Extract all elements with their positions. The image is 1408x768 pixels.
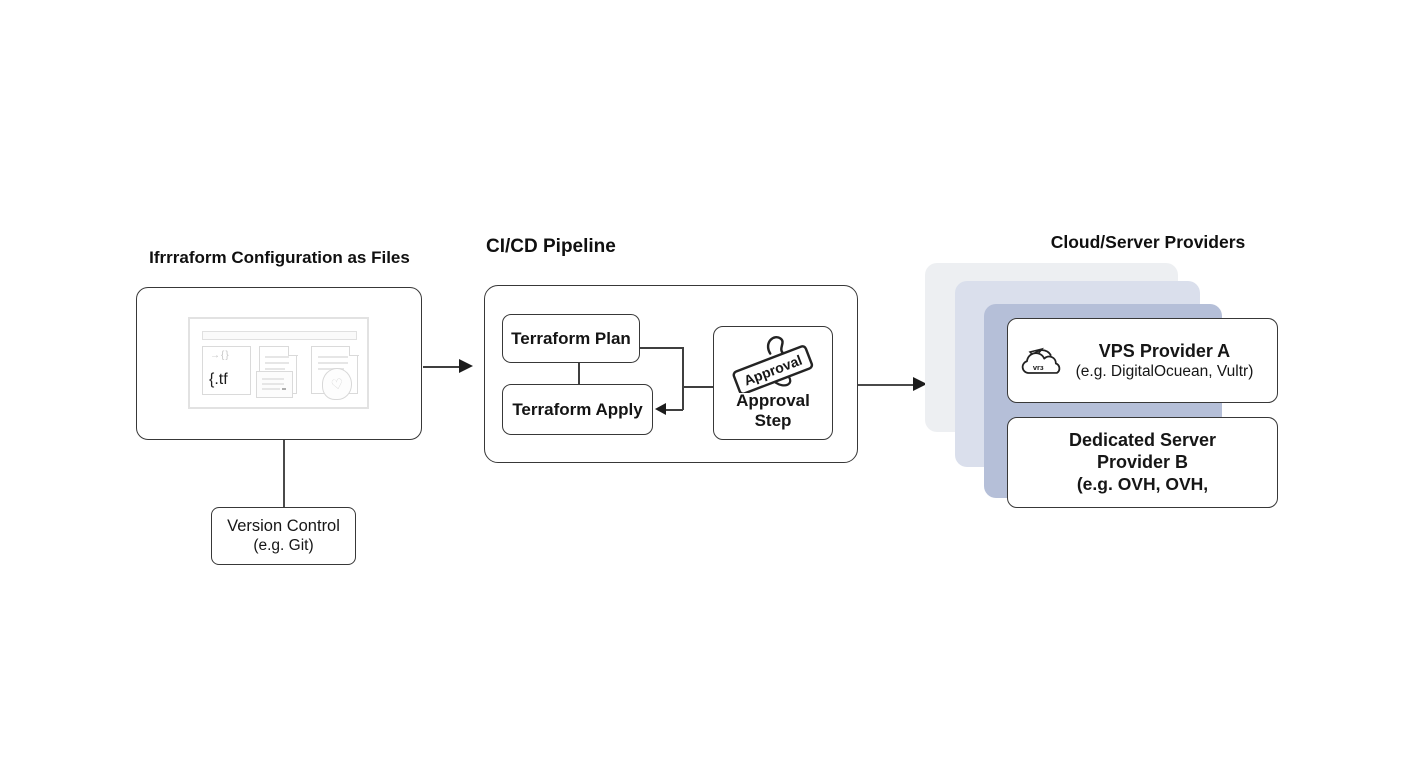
approval-step-label-1: Approval [736, 391, 810, 410]
approval-step-box: Approval Approval Step [713, 326, 833, 440]
terraform-plan-label: Terraform Plan [511, 328, 631, 348]
connector-vertical-loop [682, 347, 684, 410]
cloud-icon: vrɜ [1021, 347, 1061, 374]
tf-file-label: {.tf [209, 371, 228, 388]
connector-into-apply-line [661, 409, 683, 411]
cloud-icon-label: vrɜ [1033, 363, 1044, 372]
connector-to-approval [683, 386, 713, 388]
dedicated-provider-box: Dedicated Server Provider B (e.g. OVH, O… [1007, 417, 1278, 508]
arrow-pipeline-to-providers-head [913, 377, 927, 391]
connector-config-to-vcs [283, 440, 285, 507]
connector-plan-to-apply [578, 363, 580, 384]
dedicated-provider-line3: (e.g. OVH, OVH, [1076, 473, 1209, 494]
providers-section-title: Cloud/Server Providers [1050, 232, 1246, 252]
editor-toolbar-graphic [202, 331, 357, 340]
vps-provider-box: vrɜ VPS Provider A (e.g. DigitalOcuean, … [1007, 318, 1278, 403]
dashed-arrow-icon: →{} [210, 350, 230, 361]
heart-badge-icon: ♡ [322, 368, 352, 400]
approval-step-label-2: Step [754, 410, 792, 430]
terraform-config-box: →{} {.tf ♡ [136, 287, 422, 440]
terraform-apply-box: Terraform Apply [502, 384, 653, 435]
version-control-sublabel: (e.g. Git) [253, 537, 314, 554]
tf-file-icon: →{} {.tf [202, 346, 251, 395]
terraform-plan-box: Terraform Plan [502, 314, 640, 363]
dedicated-provider-line2: Provider B [1096, 451, 1189, 472]
connector-plan-right [640, 347, 683, 349]
files-illustration: →{} {.tf ♡ [188, 317, 369, 409]
overlapping-page-icon [256, 371, 293, 398]
dedicated-provider-line1: Dedicated Server [1068, 429, 1217, 450]
approval-stamp-icon: Approval [732, 336, 814, 393]
terraform-section-title: Ifrrraform Configuration as Files [149, 248, 410, 267]
pipeline-section-title: CI/CD Pipeline [486, 236, 616, 257]
arrow-config-to-pipeline-head [459, 359, 473, 373]
terraform-apply-label: Terraform Apply [512, 399, 643, 419]
arrow-config-to-pipeline-line [423, 366, 461, 368]
version-control-label: Version Control [227, 517, 340, 535]
vps-provider-subtitle: (e.g. DigitalOcuean, Vultr) [1075, 363, 1254, 381]
vps-provider-title: VPS Provider A [1098, 340, 1231, 361]
connector-into-apply-head [655, 403, 666, 415]
version-control-box: Version Control (e.g. Git) [211, 507, 356, 565]
arrow-pipeline-to-providers-line [858, 384, 914, 386]
